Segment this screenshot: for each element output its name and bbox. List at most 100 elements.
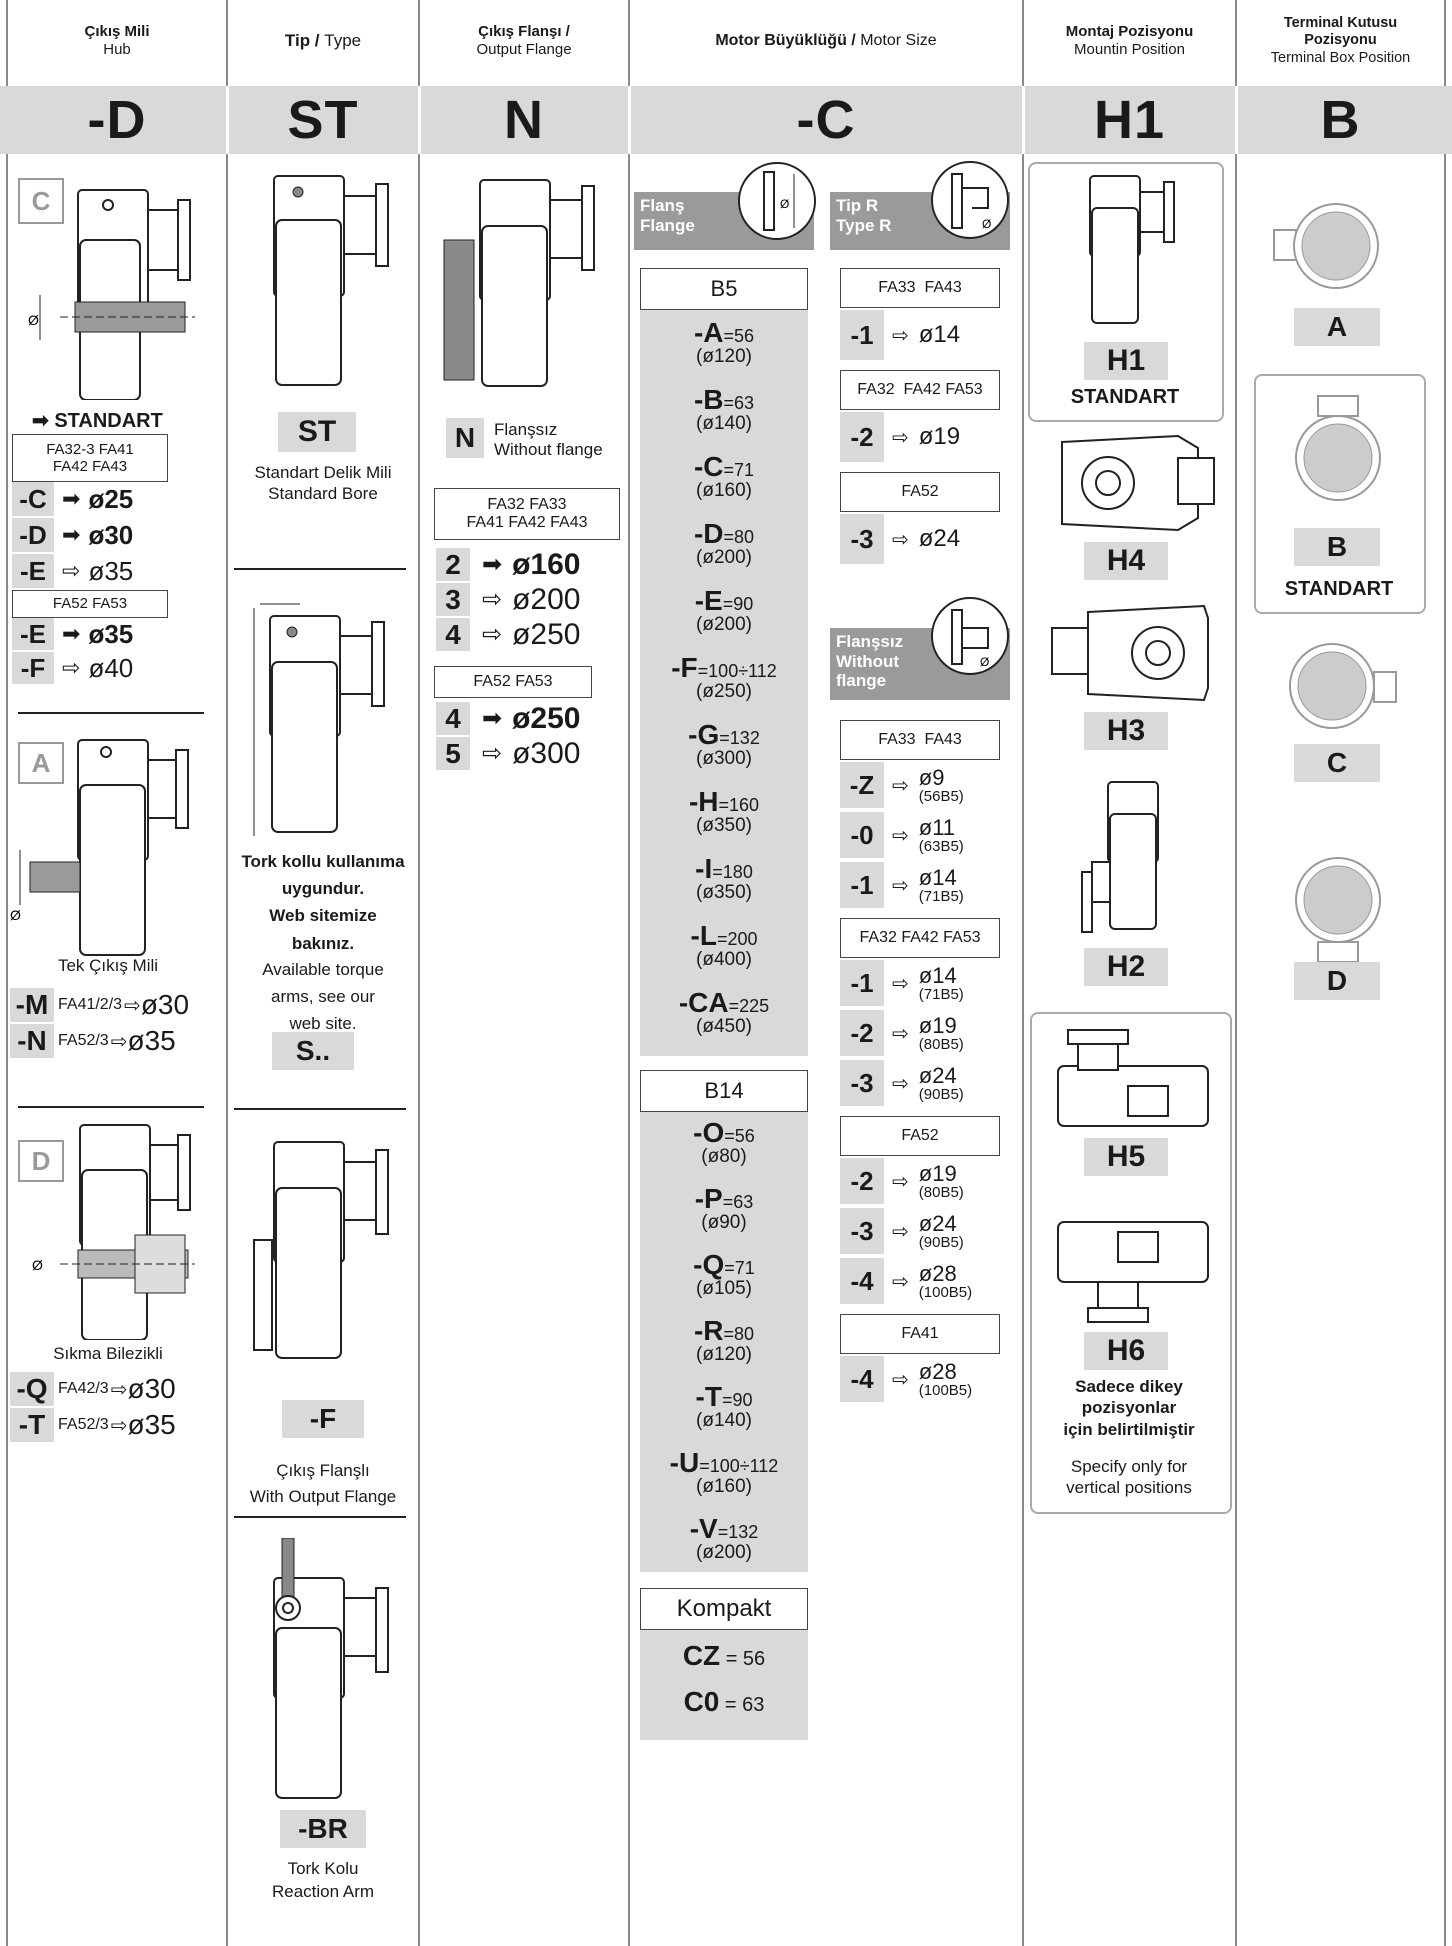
hub-a-gearbox-drawing: Ø xyxy=(10,739,189,956)
motor-size-diameter: (ø200) xyxy=(696,1542,752,1564)
motor-size-value: =56 xyxy=(724,1126,755,1146)
motor-size-item: -F=100÷112(ø250) xyxy=(640,653,808,702)
arrow-icon: ⇨ xyxy=(110,1414,128,1437)
shaft-diameter: ø19 xyxy=(918,423,961,450)
flange-n-caption: Flanşsız Without flange xyxy=(494,420,603,460)
option-code: 4 xyxy=(436,702,470,735)
motor-size-item: -A=56(ø120) xyxy=(640,318,808,367)
motor-b14-title: B14 xyxy=(640,1070,808,1112)
option-code: -Q xyxy=(10,1372,54,1406)
hub-option-row: -F⇨ø40 xyxy=(12,652,202,684)
type-s-label: S.. xyxy=(272,1032,354,1070)
motor-size-diameter: (ø400) xyxy=(696,949,752,971)
kompakt-value: = 56 xyxy=(720,1648,766,1670)
arrow-icon: ⇨ xyxy=(892,1368,909,1391)
hub-d-gearbox-drawing: Ø xyxy=(32,1124,195,1340)
option-code: 3 xyxy=(436,583,470,616)
arrow-icon: ⇨ xyxy=(892,1072,909,1095)
arrow-icon: ⇨ xyxy=(892,426,909,449)
motor-shaft-row: -3⇨ø24(90B5) xyxy=(840,1060,1010,1106)
motor-size-item: -O=56(ø80) xyxy=(640,1118,808,1167)
shaft-motor-size: (71B5) xyxy=(918,985,964,1003)
motor-size-diameter: (ø450) xyxy=(696,1016,752,1038)
shaft-diameter: ø14 xyxy=(918,962,957,988)
header-sep: / xyxy=(846,32,861,50)
mount-h3-label: H3 xyxy=(1084,712,1168,750)
header-type-en: Type xyxy=(324,30,362,50)
option-value: ø30 xyxy=(140,989,190,1020)
motor-size-value: =132 xyxy=(717,1522,759,1542)
svg-text:Ø: Ø xyxy=(28,312,39,328)
motor-size-diameter: (ø350) xyxy=(696,815,752,837)
motor-shaft-value: ø19(80B5) xyxy=(918,1162,964,1201)
motor-shaft-row: -3⇨ø24(90B5) xyxy=(840,1208,1010,1254)
column-divider xyxy=(628,0,630,1946)
arrow-icon: ➡ xyxy=(62,621,81,646)
header-hub: Çıkış Mili Hub xyxy=(8,0,226,82)
option-code: -3 xyxy=(840,1208,884,1254)
hub-option-row: -E⇨ø35 xyxy=(12,554,202,588)
column-divider xyxy=(418,0,420,1946)
option-code: -E xyxy=(12,618,54,650)
column-divider xyxy=(1235,0,1237,1946)
motor-size-diameter: (ø350) xyxy=(696,882,752,904)
motor-shaft-value: ø24(90B5) xyxy=(919,1212,964,1250)
hub-c-gearbox-drawing: Ø xyxy=(28,189,195,400)
motor-series-box: FA41 xyxy=(840,1314,1000,1354)
option-value: ø300 xyxy=(512,736,581,770)
terminal-d-drawing xyxy=(1295,857,1381,963)
option-value: ø25 xyxy=(88,483,134,514)
hub-group2-box: FA52 FA53 xyxy=(12,590,168,618)
terminal-d-label: D xyxy=(1294,962,1380,1000)
code-hub: -D xyxy=(87,90,147,150)
arrow-icon: ➡ xyxy=(62,522,81,547)
header-mounting-en: Mountin Position xyxy=(1074,41,1185,58)
kompakt-code: C0 xyxy=(683,1686,720,1717)
motor-size-item: -P=63(ø90) xyxy=(640,1184,808,1233)
motor-shaft-value: ø19(80B5) xyxy=(919,1014,964,1052)
motor-size-line: -F=100÷112 xyxy=(640,653,808,682)
type-st-caption: Standart Delik Mili Standard Bore xyxy=(254,463,392,504)
motor-shaft-value: ø11(63B5) xyxy=(918,816,964,855)
terminal-b-label: B xyxy=(1294,528,1380,566)
option-code: -0 xyxy=(840,812,884,858)
motor-size-line: -Q=71 xyxy=(640,1250,808,1279)
header-mounting-tr: Montaj Pozisyonu xyxy=(1065,23,1194,40)
terminal-a-drawing xyxy=(1273,203,1379,289)
option-code: -Z xyxy=(840,762,884,808)
motor-size-diameter: (ø90) xyxy=(701,1212,747,1234)
flange-option-row: 2➡ø160 xyxy=(436,548,616,581)
option-code: -4 xyxy=(840,1258,884,1304)
motor-tipr-icon: Ø xyxy=(931,161,1009,239)
motor-size-item: -E=90(ø200) xyxy=(640,586,808,635)
hub-standart-label: ➡ STANDART xyxy=(32,408,163,433)
column-divider xyxy=(1444,0,1446,1946)
motor-shaft-value: ø28(100B5) xyxy=(919,1360,972,1398)
motor-size-item: -CA=225(ø450) xyxy=(640,988,808,1037)
shaft-motor-size: (71B5) xyxy=(918,887,964,905)
arrow-icon: ⇨ xyxy=(482,586,503,613)
hub-d-caption: Sıkma Bilezikli xyxy=(53,1344,163,1363)
header-flange-tr: Çıkış Flanşı / xyxy=(478,23,570,40)
hub-variant-c-letter: C xyxy=(18,178,64,224)
motor-size-value: =180 xyxy=(712,862,753,882)
header-terminal-en: Terminal Box Position xyxy=(1270,49,1411,66)
option-code: -C xyxy=(12,482,54,516)
motor-shaft-row: -4⇨ø28(100B5) xyxy=(840,1356,1010,1402)
shaft-motor-size: (63B5) xyxy=(918,837,964,855)
svg-text:Ø: Ø xyxy=(982,217,991,231)
motor-size-line: -CA=225 xyxy=(640,988,808,1017)
shaft-diameter: ø24 xyxy=(918,1062,957,1088)
option-code: -3 xyxy=(840,514,884,564)
shaft-motor-size: (80B5) xyxy=(918,1183,964,1201)
motor-noflange-icon: Ø xyxy=(931,597,1009,675)
band-gap xyxy=(1235,86,1238,154)
mount-h6-drawing xyxy=(1057,1221,1209,1323)
motor-size-item: -U=100÷112(ø160) xyxy=(640,1448,808,1497)
option-value: ø160 xyxy=(512,547,581,581)
terminal-c-label: C xyxy=(1294,744,1380,782)
option-code: 2 xyxy=(436,548,470,581)
motor-shaft-value: ø28(100B5) xyxy=(919,1262,972,1300)
flange-option-row: 4➡ø250 xyxy=(436,702,616,735)
